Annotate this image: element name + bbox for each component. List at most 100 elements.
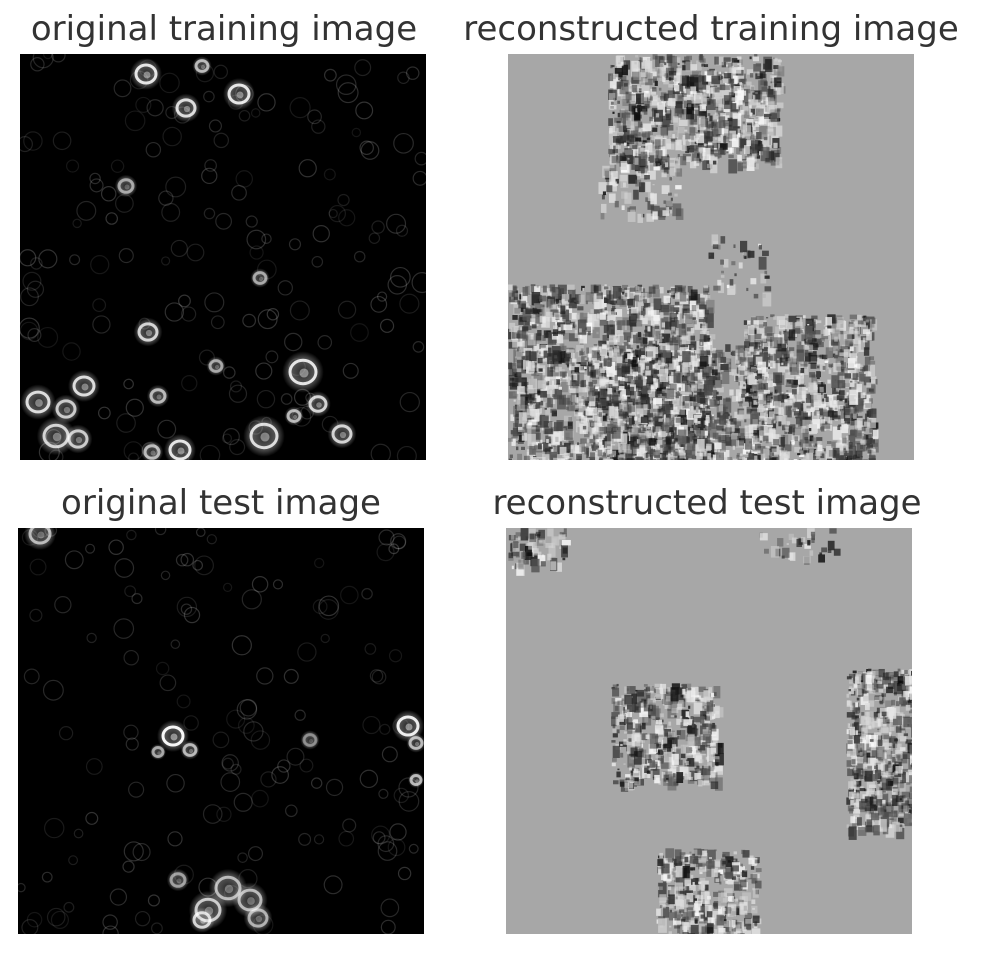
reconstruction-patch xyxy=(613,348,623,358)
reconstruction-patch xyxy=(764,548,769,554)
faint-cell xyxy=(230,763,242,775)
reconstruction-patch xyxy=(845,403,850,409)
reconstruction-patch xyxy=(701,746,710,756)
reconstruction-patch xyxy=(644,452,648,459)
faint-cell xyxy=(233,792,253,812)
reconstruction-patch xyxy=(751,404,758,412)
reconstruction-patch xyxy=(805,452,814,460)
reconstruction-patch xyxy=(763,423,770,430)
reconstruction-patch xyxy=(837,425,841,431)
reconstruction-patch xyxy=(867,449,874,454)
reconstruction-patch xyxy=(563,452,570,459)
reconstruction-patch xyxy=(723,73,733,83)
reconstruction-patch xyxy=(673,409,679,415)
reconstruction-patch xyxy=(663,168,669,174)
reconstruction-patch xyxy=(706,715,714,720)
reconstruction-patch xyxy=(674,293,684,300)
faint-cell xyxy=(376,543,395,562)
reconstruction-patch xyxy=(511,290,519,300)
reconstruction-patch xyxy=(818,355,822,358)
reconstruction-patch xyxy=(711,357,717,367)
reconstruction-patch xyxy=(624,142,627,146)
reconstruction-patch xyxy=(611,408,616,414)
reconstruction-patch xyxy=(658,454,662,460)
reconstruction-patch xyxy=(587,385,596,395)
reconstruction-patch xyxy=(595,448,599,451)
reconstruction-patch xyxy=(599,399,607,407)
reconstruction-patch xyxy=(593,359,600,369)
reconstruction-patch xyxy=(580,348,584,352)
reconstruction-patch xyxy=(652,284,659,290)
reconstruction-patch xyxy=(666,368,672,376)
reconstruction-patch xyxy=(619,348,624,354)
reconstruction-patch xyxy=(821,354,828,360)
reconstruction-patch xyxy=(650,140,657,144)
reconstruction-patch xyxy=(608,73,614,82)
faint-cell xyxy=(192,559,204,571)
reconstruction-patch xyxy=(825,317,833,326)
reconstruction-patch xyxy=(647,404,651,410)
reconstruction-patch xyxy=(594,391,600,402)
reconstruction-patch xyxy=(691,458,700,460)
reconstruction-patch xyxy=(624,149,633,155)
reconstruction-patch xyxy=(600,341,607,346)
reconstruction-patch xyxy=(736,148,741,155)
reconstruction-patch xyxy=(629,155,637,164)
reconstruction-patch xyxy=(678,95,683,99)
reconstruction-patch xyxy=(861,367,865,372)
reconstruction-patch xyxy=(849,324,858,334)
reconstruction-patch xyxy=(811,437,818,444)
reconstruction-patch xyxy=(669,312,678,320)
reconstruction-patch xyxy=(848,337,856,344)
reconstruction-patch xyxy=(698,106,707,118)
reconstruction-patch xyxy=(709,155,715,165)
reconstruction-patch xyxy=(831,375,840,389)
reconstruction-patch xyxy=(638,128,642,133)
reconstruction-patch xyxy=(658,446,665,453)
reconstruction-patch xyxy=(663,380,670,387)
reconstruction-patch xyxy=(515,391,520,394)
reconstruction-patch xyxy=(676,451,683,460)
reconstruction-patch xyxy=(669,427,674,433)
reconstruction-patch xyxy=(640,342,644,347)
reconstruction-patch xyxy=(619,381,626,389)
reconstruction-patch xyxy=(542,453,551,460)
reconstruction-patch xyxy=(576,395,582,403)
reconstruction-patch xyxy=(661,185,670,194)
reconstruction-patch xyxy=(700,697,707,702)
reconstruction-patch xyxy=(857,377,861,382)
reconstruction-patch xyxy=(857,320,864,325)
reconstruction-patch xyxy=(522,360,531,370)
reconstruction-patch xyxy=(540,561,546,567)
reconstruction-patch xyxy=(622,182,626,188)
faint-cell xyxy=(38,249,58,269)
faint-cell xyxy=(26,280,45,298)
reconstruction-patch xyxy=(739,110,745,115)
reconstruction-patch xyxy=(824,360,829,363)
reconstruction-patch xyxy=(744,457,748,460)
reconstruction-patch xyxy=(811,540,815,543)
reconstruction-patch xyxy=(731,432,739,440)
reconstruction-patch xyxy=(789,353,794,359)
cell-nucleus xyxy=(292,414,298,420)
reconstruction-patch xyxy=(730,147,734,153)
reconstruction-patch xyxy=(720,450,730,460)
reconstruction-patch xyxy=(535,531,541,537)
reconstruction-patch xyxy=(519,341,527,352)
reconstruction-patch xyxy=(743,81,752,89)
reconstruction-patch xyxy=(584,388,590,393)
reconstruction-patch xyxy=(528,378,538,394)
reconstruction-patch xyxy=(760,445,766,454)
reconstruction-patch xyxy=(704,431,714,441)
reconstruction-patch xyxy=(855,441,860,445)
reconstruction-patch xyxy=(628,440,637,456)
reconstruction-patch xyxy=(864,356,871,367)
reconstruction-patch xyxy=(663,93,669,101)
reconstruction-patch xyxy=(631,693,638,704)
reconstruction-patch xyxy=(534,389,541,397)
reconstruction-patch xyxy=(560,305,566,315)
reconstructed-test-image xyxy=(506,528,912,934)
reconstruction-patch xyxy=(746,287,749,292)
reconstruction-patch xyxy=(819,552,823,555)
reconstruction-patch xyxy=(594,370,599,375)
